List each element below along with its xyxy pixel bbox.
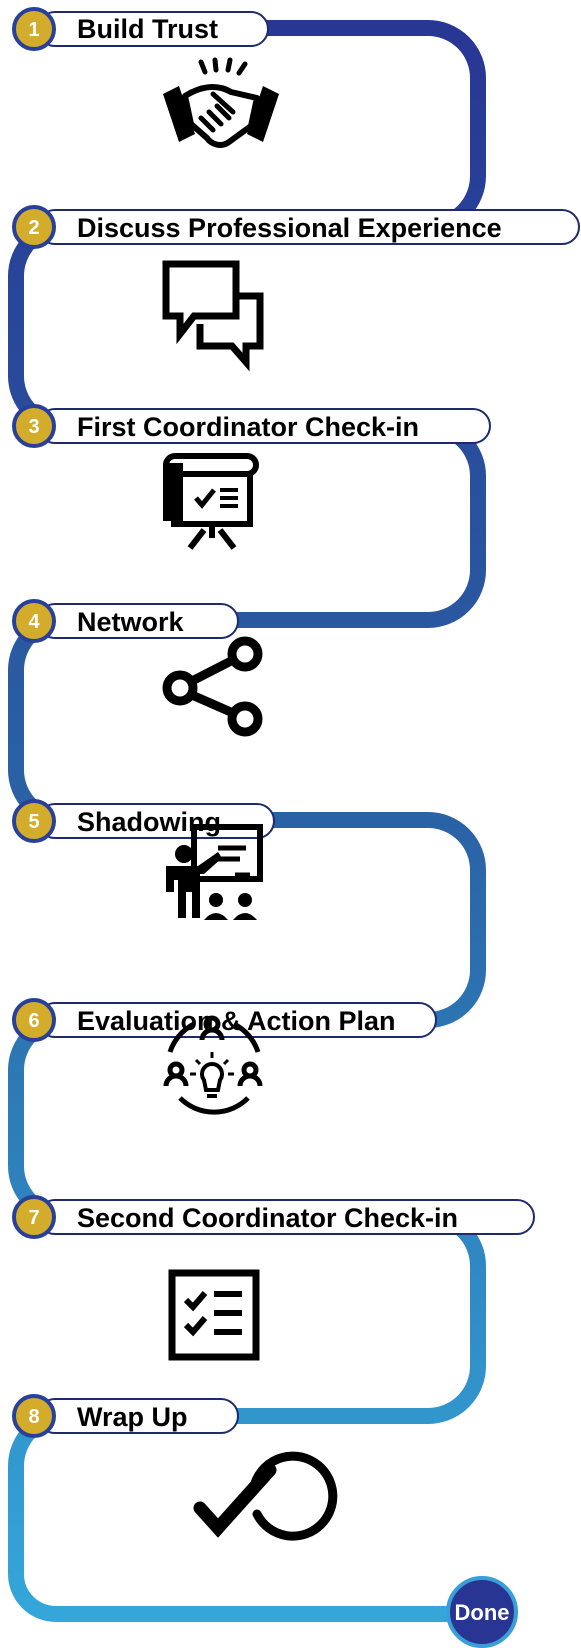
step-4-number: 4 xyxy=(28,611,40,633)
step-5-label: Shadowing xyxy=(77,807,221,837)
step-7: 7 Second Coordinator Check-in xyxy=(12,1195,535,1239)
teacher-classroom-icon xyxy=(166,824,263,920)
step-2-badge xyxy=(12,205,56,249)
step-5-badge xyxy=(12,799,56,843)
step-8-number: 8 xyxy=(28,1406,39,1428)
step-8: 8 Wrap Up xyxy=(12,1394,239,1438)
done-label: Done xyxy=(455,1600,510,1625)
step-3-badge xyxy=(12,404,56,448)
step-8-label: Wrap Up xyxy=(77,1402,188,1432)
step-1-badge xyxy=(12,7,56,51)
presentation-board-icon xyxy=(163,453,259,550)
step-6: 6 Evaluation & Action Plan xyxy=(12,998,437,1042)
step-6-label: Evaluation & Action Plan xyxy=(77,1006,396,1036)
chat-bubbles-icon xyxy=(162,260,264,372)
step-6-number: 6 xyxy=(28,1010,39,1032)
step-7-number: 7 xyxy=(28,1207,39,1229)
step-5: 5 Shadowing xyxy=(12,799,275,843)
step-2-label: Discuss Professional Experience xyxy=(77,213,502,243)
step-5-number: 5 xyxy=(28,811,39,833)
step-4-badge xyxy=(12,599,56,643)
check-circle-icon xyxy=(193,1451,338,1541)
step-7-badge xyxy=(12,1195,56,1239)
step-2-number: 2 xyxy=(28,217,39,239)
team-idea-icon xyxy=(163,1015,263,1115)
share-nodes-icon xyxy=(162,636,263,737)
step-3: 3 First Coordinator Check-in xyxy=(12,404,491,448)
step-3-number: 3 xyxy=(28,416,39,438)
step-7-label: Second Coordinator Check-in xyxy=(77,1203,458,1233)
step-1: 1 Build Trust xyxy=(12,7,269,51)
step-2: 2 Discuss Professional Experience xyxy=(12,205,580,249)
step-1-number: 1 xyxy=(28,19,39,41)
step-3-label: First Coordinator Check-in xyxy=(77,412,419,442)
handshake-icon xyxy=(163,57,279,148)
done-circle xyxy=(446,1576,518,1648)
step-8-badge xyxy=(12,1394,56,1438)
step-4: 4 Network xyxy=(12,599,239,643)
step-4-label: Network xyxy=(77,607,185,637)
done-end-node: Done xyxy=(446,1576,518,1648)
step-6-badge xyxy=(12,998,56,1042)
checklist-icon xyxy=(168,1269,260,1361)
step-1-label: Build Trust xyxy=(77,14,218,44)
